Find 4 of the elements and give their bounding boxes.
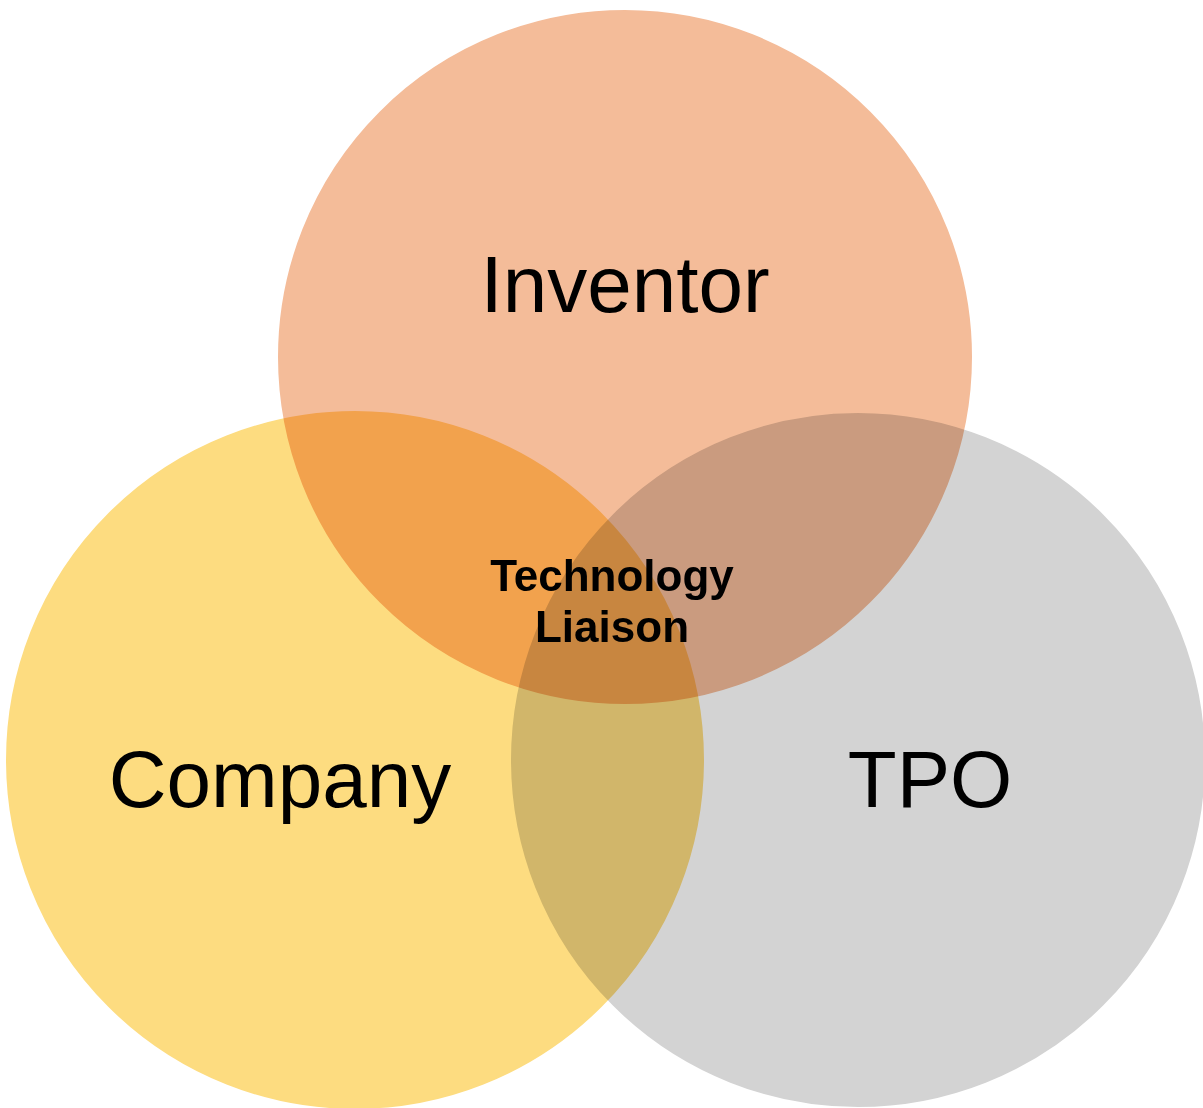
circle-label: Company: [108, 734, 452, 826]
circle-label: Inventor: [480, 239, 770, 331]
center-label: Technology Liaison: [489, 551, 735, 653]
circle-label: TPO: [847, 734, 1013, 826]
